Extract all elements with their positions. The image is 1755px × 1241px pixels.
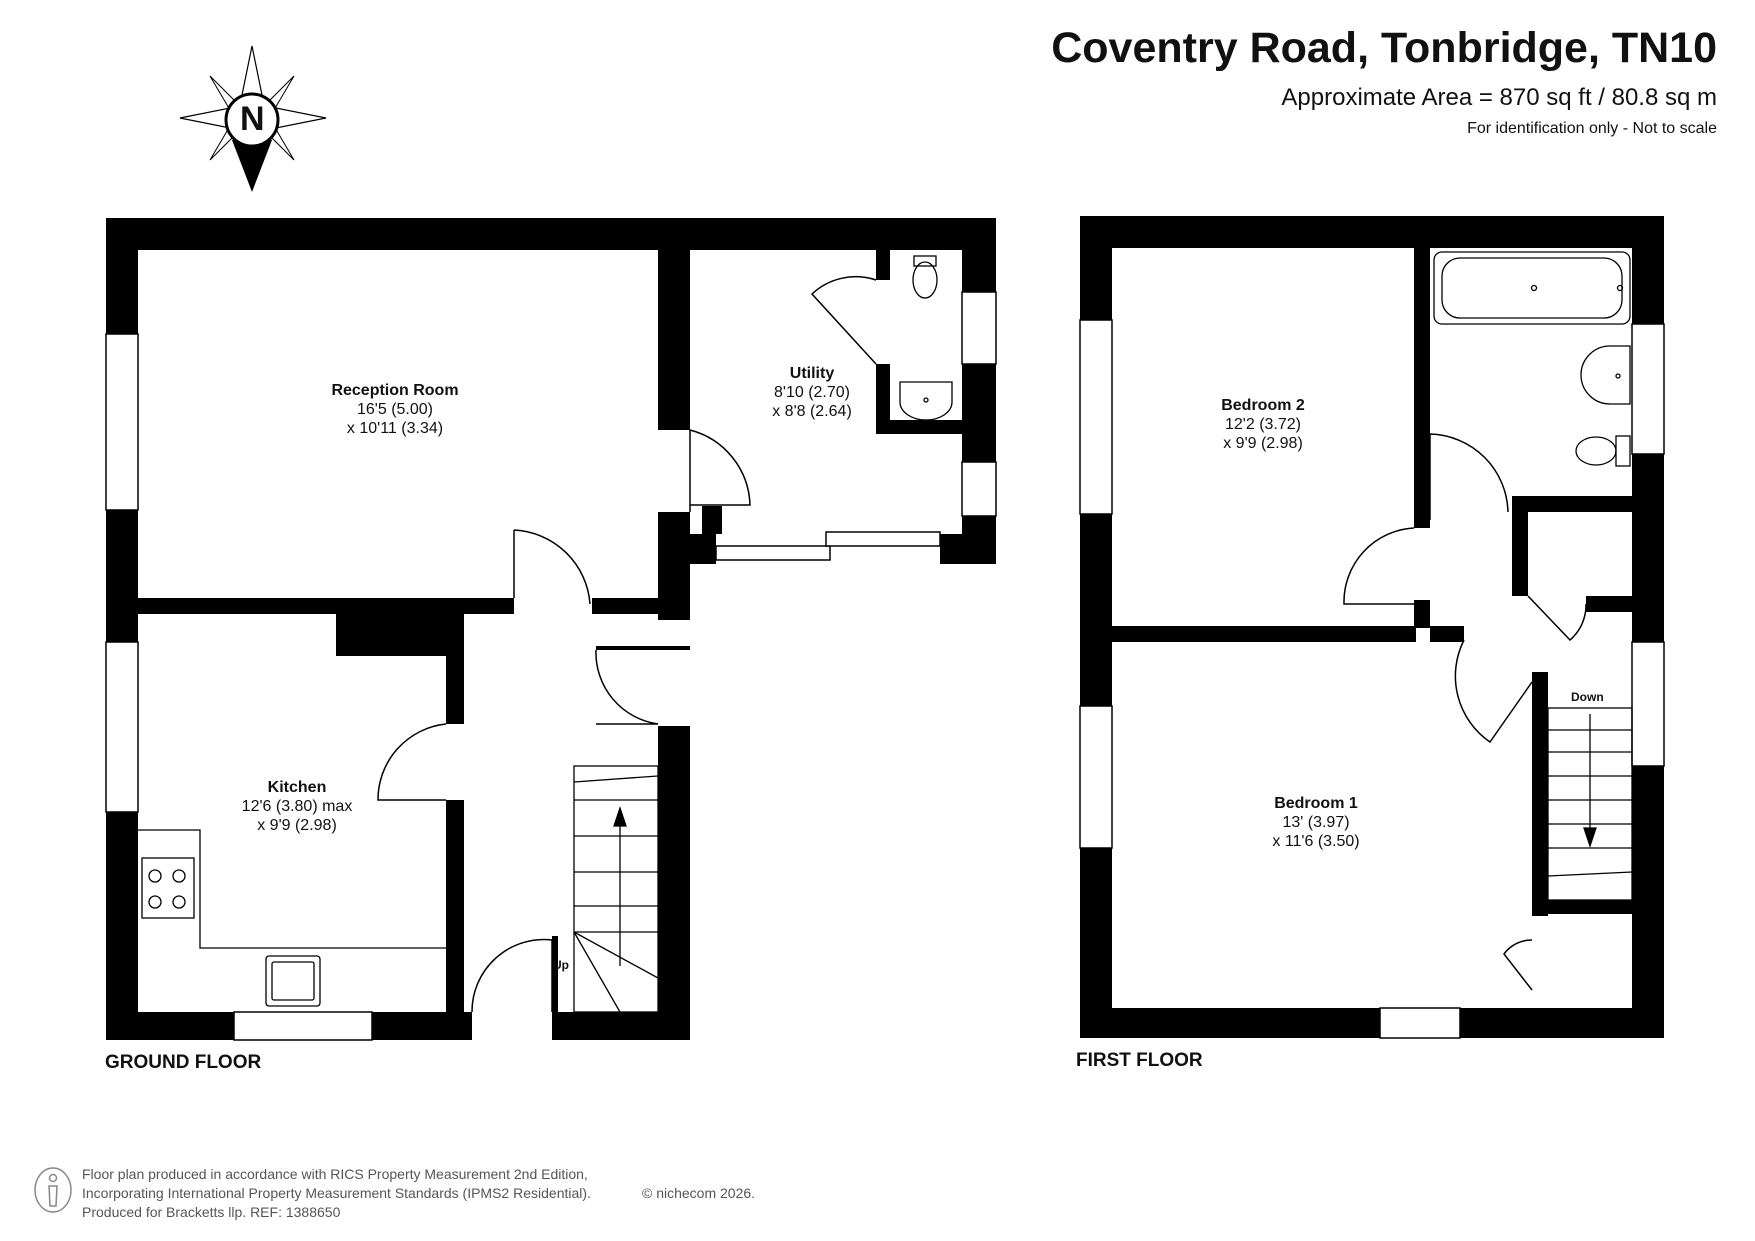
first-floor-fixtures [1433,251,1633,901]
room-dim: 13' (3.97) [1282,814,1350,831]
ground-floor-fixtures [138,255,953,1013]
stairs-down-label: Down [1571,690,1604,704]
room-dim: x 8'8 (2.64) [772,403,852,420]
ground-floor-windows [105,291,997,1041]
page-title: Coventry Road, Tonbridge, TN10 [1051,24,1717,72]
footer-brand: © nichecom 2026. [642,1185,756,1201]
room-dim: 16'5 (5.00) [357,401,433,418]
first-floor-label: FIRST FLOOR [1076,1050,1203,1071]
compass-rose-icon [179,45,327,192]
footer-line: Incorporating International Property Mea… [82,1185,591,1201]
first-floor-walls [1080,216,1664,1038]
approximate-area: Approximate Area = 870 sq ft / 80.8 sq m [1281,84,1717,111]
room-reception: Reception Room 16'5 (5.00) x 10'11 (3.34… [331,381,458,438]
person-icon [34,1167,72,1213]
scale-note: For identification only - Not to scale [1467,120,1717,137]
room-dim: x 11'6 (3.50) [1272,833,1360,850]
first-floor-doors [1343,433,1587,991]
room-dim: 8'10 (2.70) [773,384,850,401]
room-dim: x 9'9 (2.98) [257,817,337,834]
room-dim: x 10'11 (3.34) [346,420,444,437]
room-name: Bedroom 1 [1274,795,1358,812]
compass-north-letter: N [240,100,265,138]
room-name: Bedroom 2 [1221,397,1305,414]
room-bedroom-2: Bedroom 2 12'2 (3.72) x 9'9 (2.98) [1221,396,1305,453]
room-dim: 12'6 (3.80) max [241,798,353,815]
room-kitchen: Kitchen 12'6 (3.80) max x 9'9 (2.98) [242,778,353,835]
footer-line: Floor plan produced in accordance with R… [82,1166,588,1182]
ground-floor-walls [106,218,996,1040]
room-name: Utility [789,365,835,382]
ground-floor-doors [377,275,877,1013]
first-floor-windows [1079,319,1665,1039]
room-dim: x 9'9 (2.98) [1223,435,1303,452]
room-dim: 12'2 (3.72) [1224,416,1301,433]
room-name: Kitchen [267,779,327,796]
footer-note: Floor plan produced in accordance with R… [82,1165,755,1222]
footer-line: Produced for Bracketts llp. REF: 1388650 [82,1204,341,1220]
stairs-up-label: Up [553,958,569,972]
room-name: Reception Room [331,382,459,399]
ground-floor-label: GROUND FLOOR [105,1052,262,1073]
room-bedroom-1: Bedroom 1 13' (3.97) x 11'6 (3.50) [1272,794,1359,851]
room-utility: Utility 8'10 (2.70) x 8'8 (2.64) [772,364,852,421]
